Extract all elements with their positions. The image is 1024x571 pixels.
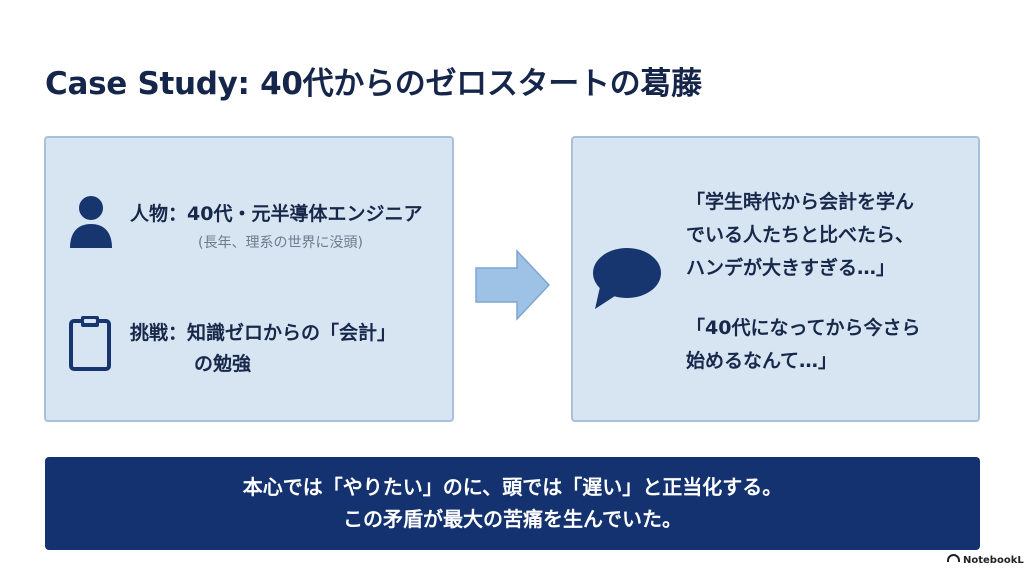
slide-title: Case Study: 40代からのゼロスタートの葛藤: [45, 66, 702, 102]
profile-panel: 人物：40代・元半導体エンジニア (長年、理系の世界に没頭) 挑戦：知識ゼロから…: [44, 136, 454, 422]
quote-1-line-2: でいる人たちと比べたら、: [686, 224, 915, 246]
person-icon: [70, 196, 112, 248]
conclusion-box: 本心では「やりたい」のに、頭では「遅い」と正当化する。 この矛盾が最大の苦痛を生…: [45, 457, 980, 550]
challenge-label: 挑戦：知識ゼロからの「会計」: [130, 322, 397, 344]
quote-text: 「学生時代から会計を学ん でいる人たちと比べたら、 ハンデが大きすぎる…」 「4…: [686, 186, 964, 378]
person-label: 人物：40代・元半導体エンジニア: [130, 203, 423, 225]
challenge-label-continuation: の勉強: [194, 353, 252, 375]
quote-2-line-1: 「40代になってから今さら: [686, 317, 921, 339]
notebooklm-watermark: NotebookLM: [947, 554, 1024, 566]
quote-panel: 「学生時代から会計を学ん でいる人たちと比べたら、 ハンデが大きすぎる…」 「4…: [571, 136, 980, 422]
quote-1-line-3: ハンデが大きすぎる…」: [686, 257, 896, 279]
right-arrow-icon: [475, 249, 551, 321]
clipboard-icon: [69, 316, 111, 371]
speech-bubble-icon: [593, 248, 661, 309]
conclusion-line-1: 本心では「やりたい」のに、頭では「遅い」と正当化する。: [242, 475, 783, 499]
watermark-text: NotebookLM: [963, 555, 1024, 566]
notebooklm-logo-icon: [947, 554, 960, 562]
quote-1-line-1: 「学生時代から会計を学ん: [686, 191, 915, 213]
quote-2-line-2: 始めるなんて…」: [686, 350, 838, 372]
quote-spacer: [686, 285, 964, 312]
person-note: (長年、理系の世界に没頭): [198, 235, 363, 251]
conclusion-line-2: この矛盾が最大の苦痛を生んでいた。: [343, 507, 682, 531]
